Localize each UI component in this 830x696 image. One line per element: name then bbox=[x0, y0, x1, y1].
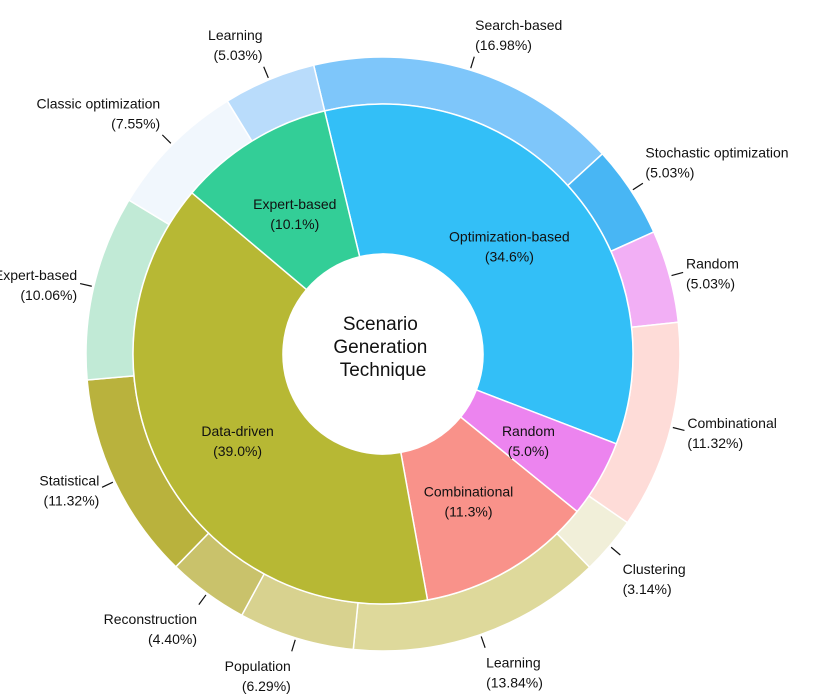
outer-label-name: Random bbox=[686, 256, 739, 272]
outer-label-value: (13.84%) bbox=[486, 675, 543, 691]
outer-label-classic-optimization-10: Classic optimization (7.55%) bbox=[36, 96, 160, 132]
outer-label-value: (10.06%) bbox=[20, 287, 77, 303]
inner-label-name: Expert-based bbox=[253, 196, 336, 212]
inner-segment-data-driven-3 bbox=[132, 191, 429, 605]
inner-segment-expert-based-4 bbox=[190, 110, 361, 291]
outer-label-name: Search-based bbox=[475, 17, 562, 33]
outer-label-population-6: Population (6.29%) bbox=[225, 658, 291, 694]
inner-segment-combinational-2 bbox=[399, 415, 579, 601]
leader-line-reconstruction-7 bbox=[198, 594, 207, 605]
outer-label-value: (7.55%) bbox=[111, 116, 160, 132]
inner-label-random: Random (5.0%) bbox=[502, 423, 555, 459]
outer-label-value: (11.32%) bbox=[44, 493, 100, 509]
leader-line-stochastic-optimization-1 bbox=[632, 182, 644, 191]
leader-line-combinational-3 bbox=[672, 426, 685, 432]
leader-line-learning-11 bbox=[263, 66, 269, 79]
inner-label-data-driven: Data-driven (39.0%) bbox=[201, 423, 273, 459]
outer-label-name: Population bbox=[225, 658, 291, 674]
inner-label-name: Optimization-based bbox=[449, 228, 570, 244]
outer-label-name: Learning bbox=[208, 27, 263, 43]
leader-line-statistical-8 bbox=[101, 481, 114, 488]
outer-label-value: (4.40%) bbox=[148, 631, 197, 647]
inner-label-value: (39.0%) bbox=[213, 443, 262, 459]
inner-label-value: (5.0%) bbox=[508, 443, 549, 459]
outer-label-clustering-4: Clustering (3.14%) bbox=[623, 561, 686, 597]
outer-label-search-based-0: Search-based (16.98%) bbox=[475, 17, 562, 53]
center-label-line-3: Technique bbox=[340, 360, 427, 381]
outer-ring bbox=[85, 56, 681, 652]
leader-line-clustering-4 bbox=[610, 546, 621, 556]
inner-label-value: (34.6%) bbox=[485, 248, 534, 264]
outer-label-name: Stochastic optimization bbox=[645, 145, 788, 161]
center-hole bbox=[284, 255, 482, 453]
outer-label-value: (5.03%) bbox=[214, 47, 263, 63]
inner-label-optimization-based: Optimization-based (34.6%) bbox=[449, 228, 570, 264]
outer-label-value: (5.03%) bbox=[645, 165, 694, 181]
leader-line-search-based-0 bbox=[470, 56, 475, 69]
outer-label-statistical-8: Statistical (11.32%) bbox=[39, 473, 99, 509]
outer-label-stochastic-optimization-1: Stochastic optimization (5.03%) bbox=[645, 145, 788, 181]
inner-label-name: Random bbox=[502, 423, 555, 439]
inner-segment-optimization-based-0 bbox=[323, 103, 634, 445]
center-label-line-1: Scenario bbox=[343, 314, 418, 335]
outer-label-reconstruction-7: Reconstruction (4.40%) bbox=[104, 611, 197, 647]
outer-label-name: Statistical bbox=[39, 473, 99, 489]
center-label-line-2: Generation bbox=[333, 337, 427, 358]
leader-lines bbox=[79, 56, 685, 652]
inner-labels: Optimization-based (34.6%) Random (5.0%) Com… bbox=[201, 196, 569, 520]
leader-line-population-6 bbox=[291, 639, 296, 652]
leader-line-expert-based-9 bbox=[79, 282, 92, 287]
leader-line-learning-5 bbox=[480, 636, 486, 648]
inner-label-name: Combinational bbox=[424, 484, 514, 500]
outer-label-learning-5: Learning (13.84%) bbox=[486, 655, 543, 691]
outer-label-value: (3.14%) bbox=[623, 581, 672, 597]
inner-label-value: (11.3%) bbox=[445, 504, 493, 520]
inner-ring bbox=[132, 103, 634, 605]
leader-line-classic-optimization-10 bbox=[161, 134, 172, 144]
outer-labels: Search-based (16.98%) Stochastic optimizat… bbox=[0, 17, 789, 694]
outer-label-name: Reconstruction bbox=[104, 611, 197, 627]
outer-label-value: (6.29%) bbox=[242, 678, 291, 694]
outer-label-name: Clustering bbox=[623, 561, 686, 577]
outer-label-value: (5.03%) bbox=[686, 276, 735, 292]
inner-label-expert-based: Expert-based (10.1%) bbox=[253, 196, 336, 232]
outer-label-learning-11: Learning (5.03%) bbox=[208, 27, 263, 63]
inner-label-combinational: Combinational (11.3%) bbox=[424, 484, 514, 520]
outer-label-value: (11.32%) bbox=[687, 435, 743, 451]
outer-label-random-2: Random (5.03%) bbox=[686, 256, 739, 292]
leader-line-random-2 bbox=[671, 271, 684, 277]
outer-label-name: Classic optimization bbox=[36, 96, 160, 112]
inner-label-value: (10.1%) bbox=[270, 216, 319, 232]
center-label: Scenario Generation Technique bbox=[333, 314, 432, 381]
outer-label-name: Combinational bbox=[687, 415, 777, 431]
outer-label-combinational-3: Combinational (11.32%) bbox=[687, 415, 777, 451]
inner-label-name: Data-driven bbox=[201, 423, 273, 439]
outer-label-name: Expert-based bbox=[0, 267, 77, 283]
outer-label-expert-based-9: Expert-based (10.06%) bbox=[0, 267, 77, 303]
outer-label-value: (16.98%) bbox=[475, 37, 532, 53]
outer-label-name: Learning bbox=[486, 655, 541, 671]
